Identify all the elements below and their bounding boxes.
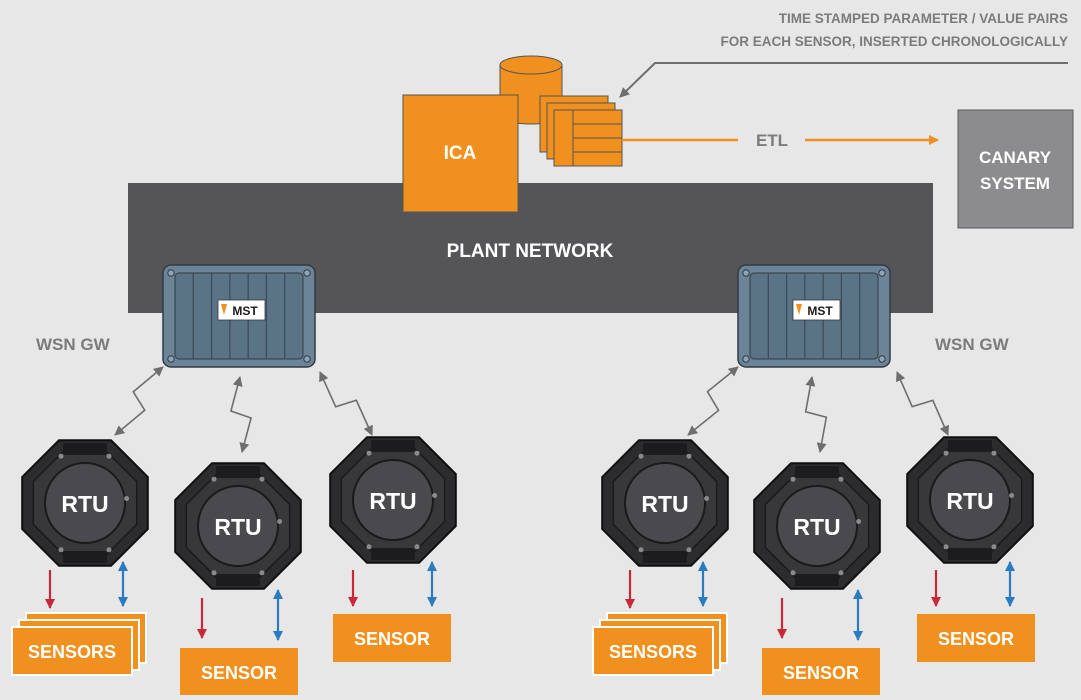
- svg-text:MST: MST: [232, 304, 258, 318]
- sensor-label: SENSORS: [28, 642, 116, 662]
- wireless-link-icon: [114, 366, 164, 436]
- sensors-stack: SENSORS: [11, 612, 147, 676]
- annotation-line-2: FOR EACH SENSOR, INSERTED CHRONOLOGICALL…: [720, 34, 1068, 49]
- sensor-label: SENSOR: [201, 663, 277, 683]
- mst-logo-icon: MST: [217, 299, 266, 321]
- canary-label-line-2: SYSTEM: [980, 174, 1050, 193]
- wsn-gateway-right: MST: [737, 264, 891, 368]
- rtu-device: RTU: [753, 462, 881, 590]
- sensor-box: SENSOR: [762, 648, 880, 696]
- sensors-stack: SENSORS: [592, 612, 728, 676]
- rtu-label: RTU: [214, 514, 261, 540]
- sensor-box: SENSOR: [917, 614, 1035, 662]
- sensor-box: SENSOR: [333, 614, 451, 662]
- wsn-gateway-left: MST: [162, 264, 316, 368]
- ica-label: ICA: [444, 143, 477, 164]
- ica-box: [402, 94, 519, 213]
- svg-text:MST: MST: [807, 304, 833, 318]
- wireless-link-icon: [229, 376, 253, 453]
- rtu-device: RTU: [174, 462, 302, 590]
- rtu-device: RTU: [906, 436, 1034, 564]
- plant-network-label: PLANT NETWORK: [447, 241, 614, 262]
- sensor-label: SENSOR: [354, 629, 430, 649]
- wireless-link-icon: [687, 366, 739, 436]
- wireless-link-icon: [896, 371, 949, 436]
- rtu-label: RTU: [641, 491, 688, 517]
- rtu-label: RTU: [793, 514, 840, 540]
- annotation-line-1: TIME STAMPED PARAMETER / VALUE PAIRS: [779, 11, 1068, 26]
- records-stack-icon: [539, 95, 623, 167]
- gateway-label-left: WSN GW: [36, 335, 111, 354]
- etl-label: ETL: [756, 131, 788, 150]
- rtu-device: RTU: [329, 436, 457, 564]
- wireless-link-icon: [804, 376, 828, 453]
- rtu-label: RTU: [946, 488, 993, 514]
- rtu-label: RTU: [369, 488, 416, 514]
- rtu-label: RTU: [61, 491, 108, 517]
- annotation-leader-arrow: [619, 62, 1068, 98]
- canary-system-box: [957, 109, 1074, 229]
- sensor-label: SENSORS: [609, 642, 697, 662]
- mst-logo-icon: MST: [792, 299, 841, 321]
- sensor-label: SENSOR: [783, 663, 859, 683]
- gateway-label-right: WSN GW: [935, 335, 1010, 354]
- rtu-device: RTU: [21, 439, 149, 567]
- canary-label-line-1: CANARY: [979, 148, 1052, 167]
- rtu-device: RTU: [601, 439, 729, 567]
- sensor-label: SENSOR: [938, 629, 1014, 649]
- wireless-link-icon: [319, 371, 373, 436]
- sensor-box: SENSOR: [180, 648, 298, 696]
